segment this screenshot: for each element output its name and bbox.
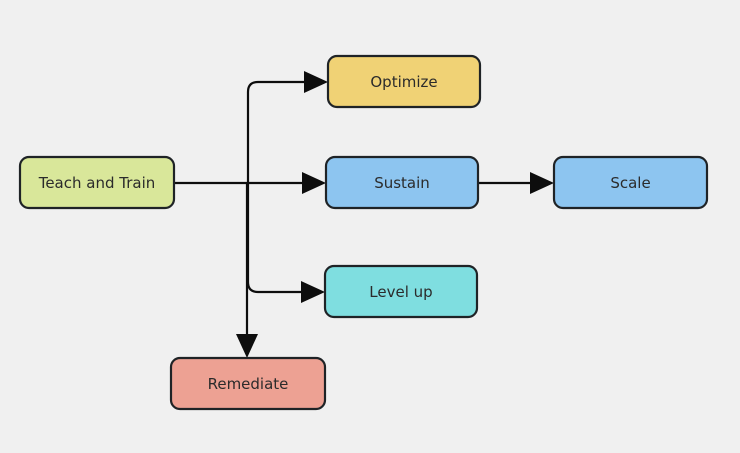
- node-layer: Teach and Train Optimize Sustain Scale L…: [18, 54, 709, 411]
- node-scale-shape[interactable]: [552, 155, 709, 210]
- arrow-head-optimize: [304, 71, 328, 93]
- edge-teach-to-optimize: [246, 80, 310, 183]
- node-sustain-label: Sustain: [374, 174, 430, 192]
- node-remediate-shape[interactable]: [169, 356, 327, 411]
- arrow-head-remediate: [236, 334, 258, 358]
- node-sustain-shape[interactable]: [324, 155, 480, 210]
- node-optimize-label: Optimize: [370, 73, 437, 91]
- node-teach-and-train-shape[interactable]: [18, 155, 176, 210]
- edge-layer: [174, 71, 554, 358]
- node-sustain[interactable]: Sustain: [324, 155, 480, 210]
- edge-teach-to-levelup: [246, 183, 307, 294]
- arrow-head-sustain: [302, 172, 326, 194]
- node-scale[interactable]: Scale: [552, 155, 709, 210]
- arrow-head-levelup: [301, 281, 325, 303]
- node-scale-label: Scale: [610, 174, 650, 192]
- node-remediate[interactable]: Remediate: [169, 356, 327, 411]
- node-teach-and-train-label: Teach and Train: [38, 174, 156, 192]
- node-level-up-shape[interactable]: [323, 264, 479, 319]
- arrow-head-scale: [530, 172, 554, 194]
- node-optimize[interactable]: Optimize: [326, 54, 482, 109]
- node-teach-and-train[interactable]: Teach and Train: [18, 155, 176, 210]
- node-level-up[interactable]: Level up: [323, 264, 479, 319]
- node-level-up-label: Level up: [369, 283, 432, 301]
- node-remediate-label: Remediate: [208, 375, 289, 393]
- node-optimize-shape[interactable]: [326, 54, 482, 109]
